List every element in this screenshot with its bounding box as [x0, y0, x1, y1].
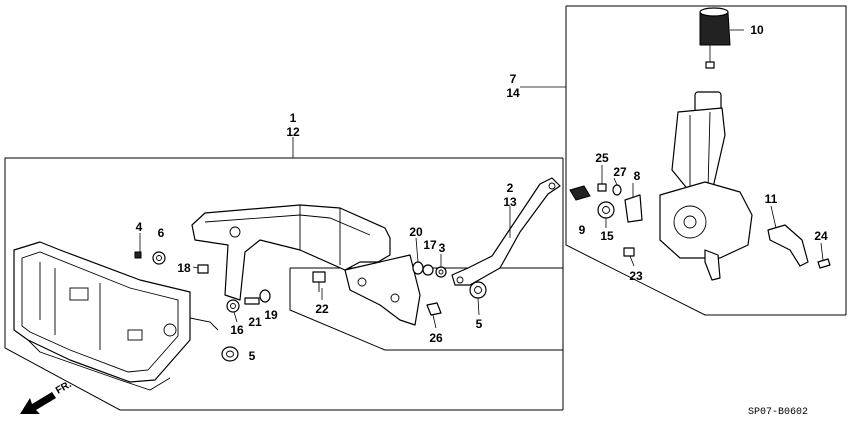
callout-17: 17	[423, 238, 437, 252]
link-rod-part	[451, 177, 561, 286]
callout-14: 14	[506, 86, 520, 100]
callout-23: 23	[629, 269, 643, 283]
callout-26: 26	[429, 331, 443, 345]
callout-10: 10	[750, 23, 764, 37]
callout-8: 8	[634, 169, 641, 183]
arrow-icon	[20, 392, 56, 414]
callout-13: 13	[503, 195, 517, 209]
retractor-motor-part	[659, 91, 753, 281]
callout-1: 1	[290, 111, 297, 125]
pivot-bracket-part	[191, 204, 421, 326]
callout-16: 16	[230, 323, 244, 337]
callout-6: 6	[158, 226, 165, 240]
callout-11: 11	[765, 192, 778, 206]
callout-24: 24	[814, 229, 828, 243]
callout-5-centre: 5	[476, 317, 483, 331]
assembly-frame-left	[4, 157, 564, 411]
callout-25: 25	[595, 151, 609, 165]
headlight-frame-part	[13, 241, 219, 391]
callout-7: 7	[510, 72, 517, 86]
assembly-frame-inner	[289, 267, 563, 351]
callout-5-left: 5	[249, 349, 256, 363]
callout-18: 18	[177, 261, 191, 275]
right-hardware	[569, 183, 643, 257]
motor-cap-part	[699, 7, 731, 69]
front-direction-indicator: FR.	[20, 379, 74, 414]
callout-22: 22	[315, 302, 329, 316]
callout-21: 21	[248, 315, 262, 329]
callouts: 1 12 2 13 7 14 4 6 18 16 21 19 5 22 20 1…	[136, 23, 828, 363]
callout-3: 3	[439, 241, 446, 255]
assembly-frame-right	[565, 5, 847, 316]
hardware-items	[134, 251, 487, 362]
direction-label: FR.	[54, 379, 74, 397]
callout-15: 15	[600, 229, 614, 243]
callout-19: 19	[264, 308, 278, 322]
crank-arm-part	[767, 224, 831, 269]
callout-4: 4	[136, 220, 143, 234]
callout-2: 2	[507, 181, 514, 195]
callout-12: 12	[286, 125, 300, 139]
diagram-code: SP07-B0602	[748, 407, 808, 418]
callout-9: 9	[579, 223, 586, 237]
callout-20: 20	[409, 225, 423, 239]
leader-lines	[139, 29, 824, 329]
callout-27: 27	[613, 165, 627, 179]
